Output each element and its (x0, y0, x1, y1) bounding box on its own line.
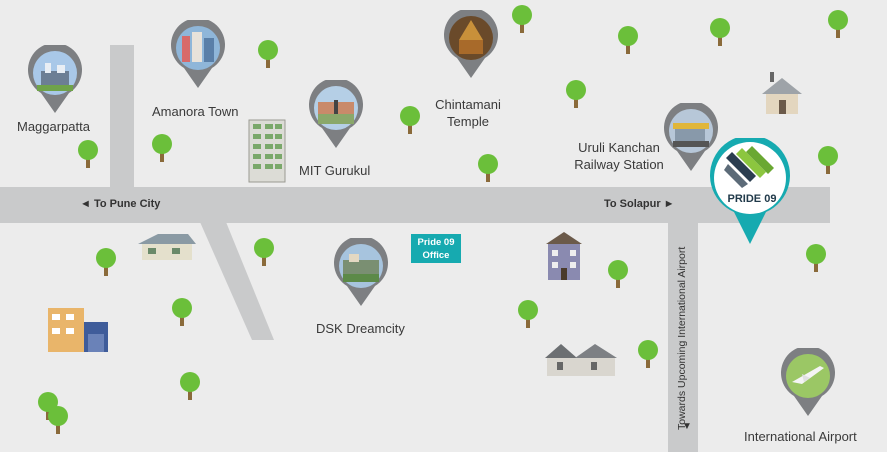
bungalow-icon (138, 234, 196, 260)
main-highway (0, 187, 830, 223)
tree-icon (152, 134, 172, 162)
maggarpatta-label: Maggarpatta (17, 119, 90, 134)
tree-icon (518, 300, 538, 328)
amanora-label: Amanora Town (152, 104, 239, 119)
tree-icon (254, 238, 274, 266)
mit-gurukul-pin[interactable] (308, 80, 364, 150)
chintamani-label: Chintamani Temple (428, 96, 508, 130)
down-arrow-icon: ▼ (682, 421, 692, 432)
airport-road-label: Towards Upcoming International Airport (676, 246, 688, 430)
tree-icon (78, 140, 98, 168)
airport-pin[interactable] (780, 348, 836, 418)
townhouse-icon (546, 232, 582, 280)
warehouse-icon (48, 308, 108, 352)
house-icon (762, 72, 802, 114)
chintamani-line1: Chintamani (435, 97, 501, 112)
tree-icon (828, 10, 848, 38)
to-pune-label: ◄ To Pune City (80, 198, 161, 210)
tree-icon (258, 40, 278, 68)
office-badge[interactable]: Pride 09 Office (411, 234, 461, 263)
dsk-dreamcity-pin[interactable] (333, 238, 389, 308)
tree-icon (618, 26, 638, 54)
chintamani-line2: Temple (447, 114, 489, 129)
tree-icon (96, 248, 116, 276)
mit-gurukul-label: MIT Gurukul (299, 163, 371, 178)
airport-label: International Airport (744, 429, 857, 444)
tree-icon (478, 154, 498, 182)
twin-villa-icon (545, 344, 617, 376)
chintamani-pin[interactable] (443, 10, 499, 80)
pride-09-logo-icon (724, 146, 774, 188)
tree-icon (48, 406, 68, 434)
tree-icon (400, 106, 420, 134)
to-solapur-label: To Solapur ► (604, 198, 675, 210)
uruli-kanchan-label: Uruli Kanchan Railway Station (566, 139, 672, 173)
tree-icon (638, 340, 658, 368)
uruli-line2: Railway Station (574, 157, 664, 172)
tree-icon (608, 260, 628, 288)
office-line1: Pride 09 (417, 237, 455, 248)
amanora-pin[interactable] (170, 20, 226, 90)
pride-09-pin[interactable] (708, 138, 792, 246)
tree-icon (710, 18, 730, 46)
tree-icon (818, 146, 838, 174)
office-line2: Office (422, 250, 450, 261)
pride-09-label: PRIDE 09 (727, 193, 777, 205)
uruli-line1: Uruli Kanchan (578, 140, 660, 155)
dsk-dreamcity-label: DSK Dreamcity (316, 321, 405, 336)
tree-icon (172, 298, 192, 326)
tree-icon (566, 80, 586, 108)
tree-icon (38, 392, 58, 420)
apartment-tower-icon (248, 119, 286, 183)
airport-road (668, 220, 698, 452)
tree-icon (512, 5, 532, 33)
uruli-kanchan-pin[interactable] (663, 103, 719, 173)
tree-icon (180, 372, 200, 400)
tree-icon (806, 244, 826, 272)
maggarpatta-pin[interactable] (27, 45, 83, 115)
maggarpatta-road (110, 45, 134, 190)
